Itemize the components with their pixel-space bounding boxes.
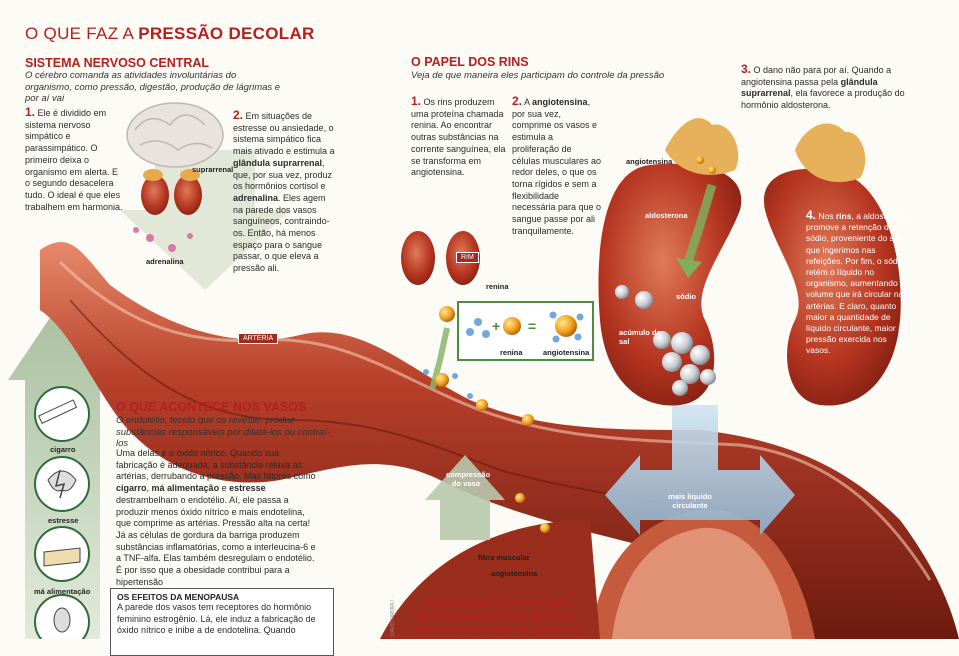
snc-heading: SISTEMA NERVOSO CENTRAL <box>25 56 210 70</box>
vasos-body: Uma delas é o óxido nítrico. Quando sua … <box>116 448 316 587</box>
svg-text:=: = <box>528 318 536 334</box>
kidney-large-left <box>598 163 742 406</box>
label-arteria: ARTÉRIA <box>238 333 279 344</box>
rins-lead: Veja de que maneira eles participam do c… <box>411 70 665 81</box>
adrenal-left <box>665 118 739 175</box>
label-angiotensina-vaso: angiotensina <box>491 569 538 578</box>
svg-text:+: + <box>492 318 500 334</box>
rins-heading: O PAPEL DOS RINS <box>411 55 529 69</box>
vasos-lead: O endotélio, tecido que os reveste, prod… <box>116 415 330 449</box>
label-renina-eq: renina <box>500 348 523 357</box>
label-adrenalina: adrenalina <box>146 257 184 266</box>
label-rim: RIM <box>456 252 479 263</box>
snc-lead: O cérebro comanda as atividades involunt… <box>25 70 281 104</box>
page-title: O QUE FAZ A PRESSÃO DECOLAR <box>25 24 315 43</box>
bottom-caption: Algumas pessoas são mais sensíveis ao só… <box>414 597 581 637</box>
label-cigarro: cigarro <box>50 445 76 454</box>
rins-step-3: 3. O dano não para por aí. Quando a angi… <box>741 62 905 111</box>
label-sodio: sódio <box>676 292 696 301</box>
fluid-arrow <box>605 405 795 535</box>
vasos-heading: O QUE ACONTECE NOS VASOS <box>116 400 307 414</box>
label-renina: renina <box>486 282 509 291</box>
label-suprarrenal: suprarrenal <box>192 165 234 174</box>
label-fibra: fibra muscular <box>478 553 530 562</box>
rins-step-4: 4. Nos rins, a aldosterona promove a ret… <box>806 208 908 356</box>
label-ma-alimentacao: má alimentação <box>34 587 91 596</box>
kidney-large-right <box>764 168 901 406</box>
snc-step-2: 2. Em situações de estresse ou ansiedade… <box>233 108 335 274</box>
label-angiotensina-gland: angiotensina <box>626 157 673 166</box>
label-acumulo: acúmulo de sal <box>619 328 661 346</box>
menopausa-body: A parede dos vasos tem receptores do hor… <box>117 602 316 636</box>
snc-step-1: 1. Ele é dividido em sistema nervoso sim… <box>25 105 123 212</box>
label-estresse: estresse <box>48 516 79 525</box>
adrenal-right <box>795 123 866 183</box>
rins-step-1: 1. Os rins produzem uma proteína chamada… <box>411 94 506 178</box>
compression-arrow <box>425 455 505 540</box>
label-compressao: compressão do vaso <box>446 470 491 488</box>
kidney-small-left <box>401 231 435 285</box>
image-credit: DAVID OMORI / ... <box>390 594 396 636</box>
label-aldosterona: aldosterona <box>645 211 688 220</box>
menopausa-heading: OS EFEITOS DA MENOPAUSA <box>117 592 240 602</box>
label-liquido: mais líquido circulante <box>668 492 712 510</box>
menopausa-box: OS EFEITOS DA MENOPAUSA A parede dos vas… <box>110 588 334 656</box>
label-angiotensina-eq: angiotensina <box>543 348 590 357</box>
rins-step-2: 2. A angiotensina, por sua vez, comprime… <box>512 94 602 236</box>
brain <box>126 102 224 168</box>
